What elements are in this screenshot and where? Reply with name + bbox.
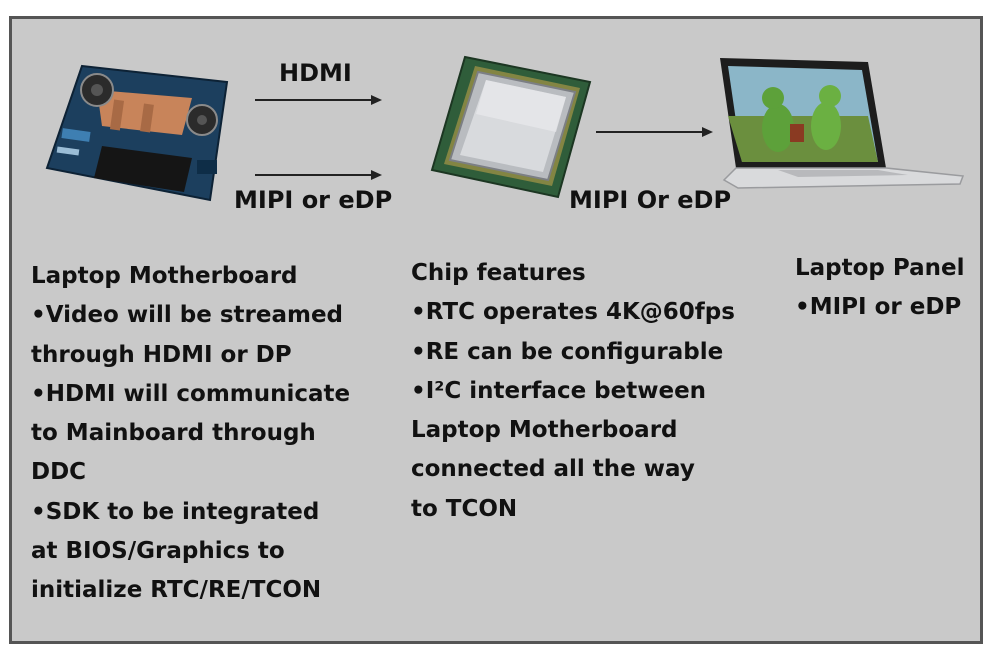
chip-line: •RTC operates 4K@60fps xyxy=(411,299,735,326)
motherboard-description: Laptop Motherboard •Video will be stream… xyxy=(31,257,350,611)
motherboard-line: to Mainboard through xyxy=(31,420,316,447)
motherboard-line: •SDK to be integrated xyxy=(31,498,320,525)
arrow-icon xyxy=(255,170,382,180)
arrow-icon xyxy=(255,95,382,105)
chip-title: Chip features xyxy=(411,260,586,286)
motherboard-line: at BIOS/Graphics to xyxy=(31,538,285,565)
arrow-icon xyxy=(596,127,713,137)
motherboard-image xyxy=(45,64,229,202)
laptop-image xyxy=(720,58,965,189)
mipi-edp-arrow-label: MIPI or eDP xyxy=(234,186,393,214)
chip-line: Laptop Motherboard xyxy=(411,417,678,444)
panel-description: Laptop Panel •MIPI or eDP xyxy=(795,249,965,328)
chip-description: Chip features •RTC operates 4K@60fps •RE… xyxy=(411,254,735,529)
chip-line: connected all the way xyxy=(411,456,695,483)
motherboard-title: Laptop Motherboard xyxy=(31,263,298,289)
chip-line: •RE can be configurable xyxy=(411,338,724,365)
chip-line: •I²C interface between xyxy=(411,377,707,404)
motherboard-line: •Video will be streamed xyxy=(31,302,344,329)
hdmi-arrow-label: HDMI xyxy=(279,59,352,87)
panel-title: Laptop Panel xyxy=(795,255,965,281)
motherboard-line: •HDMI will communicate xyxy=(31,380,351,407)
motherboard-line: DDC xyxy=(31,459,87,486)
motherboard-line: initialize RTC/RE/TCON xyxy=(31,577,322,604)
chip-image xyxy=(430,55,592,199)
mipi-edp-output-label: MIPI Or eDP xyxy=(569,186,732,214)
panel-line: •MIPI or eDP xyxy=(795,294,962,321)
chip-line: to TCON xyxy=(411,495,518,522)
motherboard-line: through HDMI or DP xyxy=(31,341,292,368)
